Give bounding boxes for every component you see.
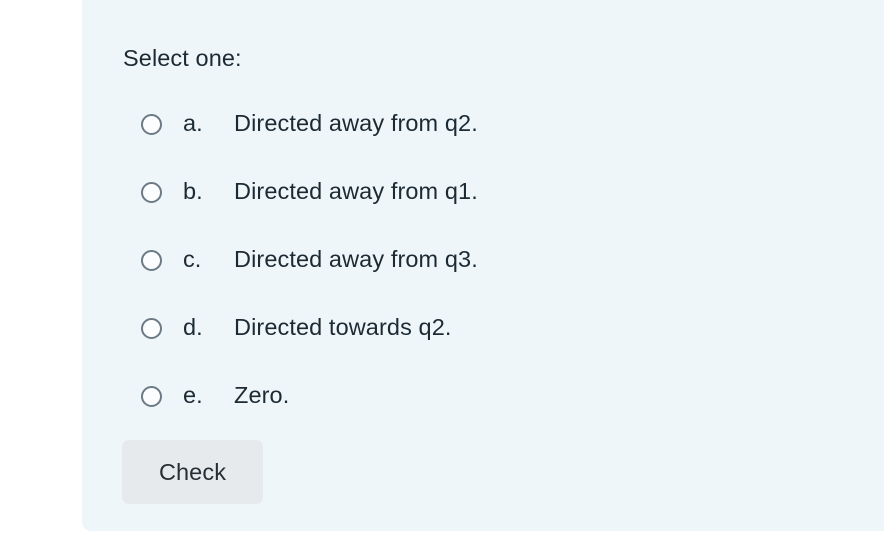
answer-letter-b: b. bbox=[183, 178, 203, 205]
radio-button-d[interactable] bbox=[141, 317, 162, 339]
radio-button-b[interactable] bbox=[141, 181, 162, 203]
check-button[interactable]: Check bbox=[122, 440, 263, 504]
answer-letter-e: e. bbox=[183, 382, 203, 409]
radio-button-c[interactable] bbox=[141, 249, 162, 271]
radio-button-e[interactable] bbox=[141, 385, 162, 407]
answer-text-e: Zero. bbox=[234, 382, 290, 409]
select-one-prompt: Select one: bbox=[123, 45, 242, 71]
answer-text-c: Directed away from q3. bbox=[234, 246, 478, 273]
answer-text-a: Directed away from q2. bbox=[234, 110, 478, 137]
answer-options-list: a. Directed away from q2. b. Directed aw… bbox=[82, 90, 884, 430]
radio-button-a[interactable] bbox=[141, 113, 162, 135]
answer-letter-c: c. bbox=[183, 246, 202, 273]
answer-option-b[interactable]: b. Directed away from q1. bbox=[82, 158, 884, 226]
answer-option-c[interactable]: c. Directed away from q3. bbox=[82, 226, 884, 294]
answer-letter-d: d. bbox=[183, 314, 203, 341]
quiz-answer-panel: Select one: a. Directed away from q2. b.… bbox=[82, 0, 884, 531]
answer-text-d: Directed towards q2. bbox=[234, 314, 452, 341]
answer-option-d[interactable]: d. Directed towards q2. bbox=[82, 294, 884, 362]
answer-text-b: Directed away from q1. bbox=[234, 178, 478, 205]
answer-option-a[interactable]: a. Directed away from q2. bbox=[82, 90, 884, 158]
answer-option-e[interactable]: e. Zero. bbox=[82, 362, 884, 430]
answer-letter-a: a. bbox=[183, 110, 203, 137]
